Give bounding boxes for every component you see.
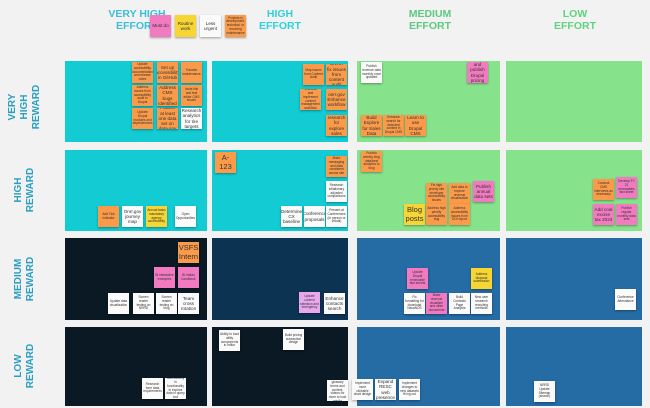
sticky-note[interactable]: Map issues from Content Audit [303,64,324,85]
sticky-note[interactable]: Attributes for glossary terms and conten… [327,380,348,401]
column-header-line: LOW [562,8,588,20]
sticky-note[interactable]: Transfer maintenance [181,62,202,83]
sticky-note[interactable]: Update data visualization [108,293,129,314]
sticky-note[interactable]: Publish weekly blog data/best analytics … [361,151,382,172]
quadrant [506,327,642,406]
sticky-note[interactable]: Research and implement content managemen… [300,89,321,110]
sticky-note[interactable]: User research for explore sales data [326,115,347,136]
sticky-note[interactable]: Conference proposals [304,206,325,227]
sticky-note[interactable]: New user research recruiting methods [471,293,492,314]
sticky-note[interactable]: Add data to explore revenue visualizatio… [449,183,470,204]
sticky-note[interactable]: Address issues from accessibility audit … [132,85,153,106]
sticky-note[interactable]: Invite link and test editor CMS issues [181,85,202,106]
column-header-line: EFFORT [259,20,301,32]
sticky-note[interactable]: Publish revenue data monthly once update… [361,62,382,83]
sticky-note[interactable]: Address high priority accessibility bug [426,204,447,225]
sticky-note[interactable]: Research form data requirements [142,378,163,399]
sticky-note[interactable]: Implement changes to new datasets fit in… [399,379,420,400]
row-header-line: REWARD [31,84,42,130]
sticky-note[interactable]: Ability to load utility components in ed… [219,330,240,351]
legend-sticky[interactable]: Routine work [175,15,196,37]
sticky-note[interactable]: Enhance contacts search [324,293,345,314]
sticky-note[interactable]: NRRD Update Sitemap (search) [534,381,555,402]
row-header-line: HIGH [13,177,24,203]
sticky-note[interactable]: A-123 [215,152,236,173]
row-header-line: MEDIUM [13,258,24,300]
quadrant [506,61,642,142]
sticky-note[interactable]: ONRR fix issues from content audit [326,64,347,85]
sticky-note[interactable]: Fix high priority site developer accessi… [426,183,447,204]
sticky-note[interactable]: Build Explore for Sales Data [361,115,382,136]
sticky-note[interactable]: Research inflationary adjusted compariso… [326,181,347,202]
sticky-note[interactable]: Add Tick indicator [98,206,119,227]
sticky-note[interactable]: Publish annual data sets [473,181,494,202]
sticky-note[interactable]: Update Drupal renewable fact sheets [407,268,428,289]
sticky-note[interactable]: Add coal excise tax 2023 [593,204,614,225]
sticky-note[interactable]: Onrr.gov journey map [122,206,143,227]
sticky-note[interactable]: Accessibility in functionality in explor… [165,378,186,399]
sticky-note[interactable]: Enhance search for data and content in D… [383,115,404,136]
row-header-line: REWARD [25,256,36,302]
legend-sticky[interactable]: Less urgent [200,15,221,37]
sticky-note[interactable]: Determine CX baseline [281,206,302,227]
column-header-line: MEDIUM [408,8,452,20]
sticky-note[interactable]: Conduct CMS interviews as necessary [593,179,614,200]
quadrant [212,61,348,142]
column-header-line: EFFORT [554,20,596,32]
row-header-line: VERY HIGH [7,93,30,121]
sticky-note[interactable]: onrr.gov Enhance workflow [326,89,347,110]
sticky-note[interactable]: Update accessibility documentation and r… [132,62,153,83]
sticky-note[interactable]: Present at Conferences (in person or vir… [326,206,347,227]
sticky-note[interactable]: Annual tasks mandatory agency accessibil… [146,206,167,227]
sticky-note[interactable]: Build pricing subsection design [283,329,304,350]
sticky-note[interactable]: Build Contacts Page Analysis [449,293,470,314]
sticky-note[interactable]: Address accessibility issues from DOI re… [449,204,470,225]
legend-sticky[interactable]: Must do [150,15,171,37]
legend-sticky[interactable]: Projects in development, technical, or r… [225,15,246,37]
sticky-note[interactable]: Implement more clickable chart design [352,379,373,400]
sticky-note[interactable]: VSFS Intern [178,242,199,263]
sticky-note[interactable]: Update content selection and emergency [299,292,320,313]
sticky-note[interactable]: Publish regular monthly data sets [616,204,637,225]
sticky-note[interactable]: Publish at least one data set on data.go… [157,108,178,129]
sticky-note[interactable]: Screen reader testing on blog [156,293,177,314]
sticky-note[interactable]: Screen reader testing on NRRD [133,293,154,314]
sticky-note[interactable]: Update Drupal modules and dependencies [132,108,153,129]
sticky-note[interactable]: Open Opportunities [175,206,196,227]
sticky-note[interactable]: Make revenue visualizer and other docume… [426,293,447,314]
row-header-line: REWARD [25,167,36,213]
sticky-note[interactable]: Set up accessibility in GitHub [157,62,178,83]
sticky-note[interactable]: Address disposal submission [471,268,492,289]
sticky-note[interactable]: Team cross rotation [178,293,199,314]
sticky-note[interactable]: Bi interactive examples [154,267,175,288]
sticky-note[interactable]: Blog posts [404,204,425,225]
row-header-line: LOW [13,354,24,378]
column-header-line: HIGH [266,8,294,20]
column-header-line: EFFORT [409,20,451,32]
sticky-note[interactable]: Create and publish Drupal pricing tab [467,62,488,83]
row-header-line: REWARD [25,343,36,389]
column-header-line: EFFORT [116,20,158,32]
sticky-note[interactable]: Expand RESC web presence [375,379,396,400]
sticky-note[interactable]: Develop FY 21 renewables fact sheet [616,177,637,198]
sticky-note[interactable]: Conference Attendance [615,289,636,310]
sticky-note[interactable]: Fix formatting for download NavaNOS [404,293,425,314]
sticky-note[interactable]: Make messaging and data consistent acros… [326,156,347,177]
sticky-note[interactable]: Learn to use Drupal CMS [405,115,426,136]
sticky-note[interactable]: Research analytics for tire targets [181,108,202,129]
sticky-note[interactable]: Bi Indian handbook [178,267,199,288]
sticky-note[interactable]: Address CMS bugs identified [157,85,178,106]
